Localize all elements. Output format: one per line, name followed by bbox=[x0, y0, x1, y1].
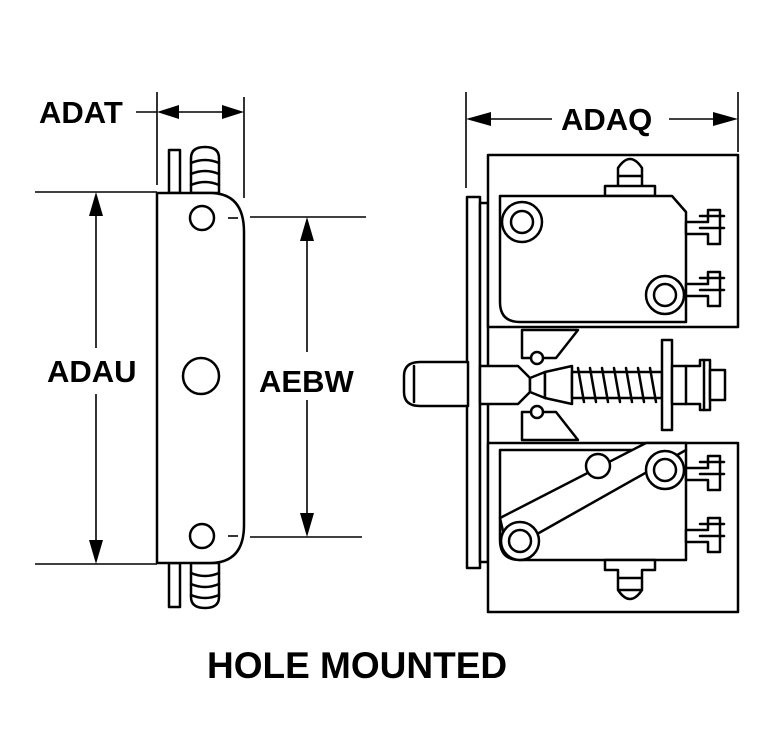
upper-switch bbox=[486, 153, 740, 329]
side-view bbox=[35, 92, 366, 610]
diagram-caption: HOLE MOUNTED bbox=[207, 645, 507, 686]
top-mount-hole bbox=[188, 204, 216, 232]
top-actuator bbox=[167, 145, 221, 195]
adaq-label: ADAQ bbox=[561, 102, 652, 137]
push-button bbox=[402, 360, 470, 408]
lower-switch bbox=[486, 441, 740, 614]
aebw-label: AEBW bbox=[259, 364, 354, 399]
front-view bbox=[402, 92, 740, 614]
adat-dimension bbox=[136, 92, 245, 198]
adat-label: ADAT bbox=[39, 95, 123, 130]
center-hole bbox=[181, 356, 221, 396]
upper-switch-body bbox=[498, 194, 688, 324]
adaq-dimension bbox=[465, 92, 739, 188]
bottom-actuator bbox=[167, 561, 221, 610]
adau-label: ADAU bbox=[47, 354, 137, 389]
center-actuator bbox=[402, 328, 727, 442]
bottom-mount-hole bbox=[188, 522, 216, 550]
adau-dimension bbox=[35, 191, 157, 565]
aebw-dimension bbox=[250, 216, 366, 538]
